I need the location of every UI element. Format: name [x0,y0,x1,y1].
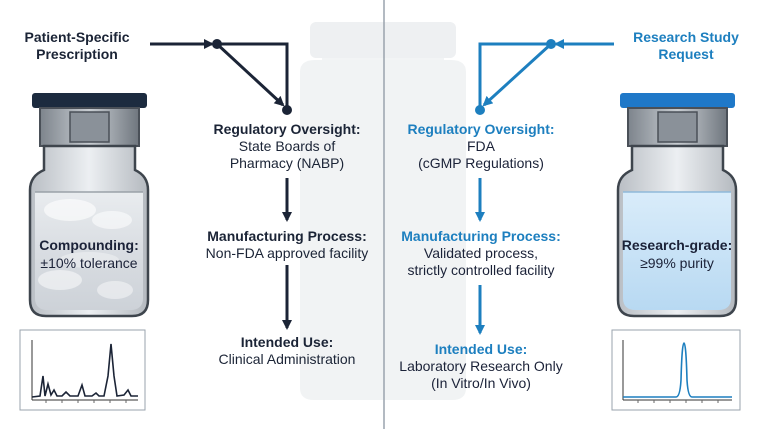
right-intended-use-line-2: (In Vitro/In Vivo) [431,375,531,391]
right-intended-use-title: Intended Use: [434,341,528,357]
left-chromatogram [19,329,146,411]
left-intended-use-line-1: Clinical Administration [218,351,356,367]
left-chromatogram-trace [31,343,138,398]
right-chromatogram-trace [623,342,732,398]
left-vial-subtitle: ±10% tolerance [40,255,138,271]
right-manufacturing-step: Manufacturing Process: Validated process… [388,228,574,279]
left-intended-use-step: Intended Use: Clinical Administration [192,334,382,368]
right-oversight-step: Regulatory Oversight: FDA (cGMP Regulati… [388,121,574,172]
left-oversight-node [282,105,292,115]
right-oversight-title: Regulatory Oversight: [407,121,555,137]
right-input-label: Research Study Request [633,29,739,62]
right-manufacturing-line-1: Validated process, [423,245,539,261]
right-manufacturing-line-2: strictly controlled facility [407,262,555,278]
left-manufacturing-title: Manufacturing Process: [207,228,367,244]
left-oversight-line-2: Pharmacy (NABP) [229,155,345,171]
left-vial-label: Compounding: ±10% tolerance [30,236,148,272]
right-vial-label: Research-grade: ≥99% purity [618,236,736,272]
right-flow-arrows [475,39,614,335]
right-intended-use-line-1: Laboratory Research Only [399,358,563,374]
left-flow-arrows [150,39,292,330]
right-vial-subtitle: ≥99% purity [640,255,714,271]
right-vial-icon [616,93,738,318]
left-vial-title: Compounding: [39,237,139,253]
left-oversight-title: Regulatory Oversight: [213,121,361,137]
left-manufacturing-line-1: Non-FDA approved facility [205,245,369,261]
background-bottle-icon [300,22,466,400]
right-oversight-line-2: (cGMP Regulations) [418,155,544,171]
left-vial-icon [28,93,150,318]
right-chromatogram [611,329,741,411]
left-oversight-step: Regulatory Oversight: State Boards of Ph… [192,121,382,172]
right-vial-title: Research-grade: [621,237,733,253]
right-oversight-line-1: FDA [467,138,495,154]
left-junction-node [212,39,222,49]
right-oversight-node [475,105,485,115]
left-oversight-line-1: State Boards of [238,138,336,154]
right-intended-use-step: Intended Use: Laboratory Research Only (… [388,341,574,392]
right-junction-node [546,39,556,49]
left-input-label: Patient-Specific Prescription [24,29,130,62]
right-manufacturing-title: Manufacturing Process: [401,228,561,244]
left-manufacturing-step: Manufacturing Process: Non-FDA approved … [192,228,382,262]
left-intended-use-title: Intended Use: [240,334,334,350]
